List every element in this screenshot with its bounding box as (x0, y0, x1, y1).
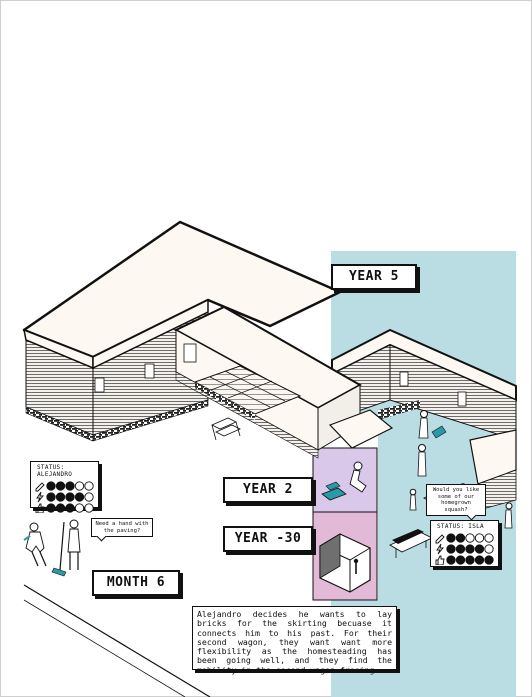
month-6-label: MONTH 6 (92, 570, 180, 596)
status-dot-filled (485, 556, 493, 564)
status-card-isla: STATUS: ISLA (430, 520, 499, 567)
year-5-label: YEAR 5 (331, 264, 417, 290)
thumbs-up-icon (436, 556, 444, 565)
status-dot-filled (456, 534, 464, 542)
status-dot-filled (66, 493, 74, 501)
status-dot-filled (56, 493, 64, 501)
status-dot-empty (475, 534, 483, 542)
status-dot-filled (66, 504, 74, 512)
status-grid (431, 531, 498, 565)
thumbs-up-icon (36, 504, 44, 513)
year-minus-30-label: YEAR -30 (223, 526, 313, 552)
status-dot-empty (485, 534, 493, 542)
status-grid (31, 479, 98, 513)
status-dot-filled (47, 482, 55, 490)
speech-bubble-left: Need a hand with the paving? (91, 518, 153, 537)
status-title: STATUS: ALEJANDRO (31, 462, 98, 479)
status-dot-filled (456, 545, 464, 553)
status-dot-filled (66, 482, 74, 490)
lightning-icon (437, 544, 443, 554)
status-dot-filled (456, 556, 464, 564)
status-card-alejandro: STATUS: ALEJANDRO (30, 461, 99, 508)
status-dot-filled (75, 493, 83, 501)
status-dot-filled (447, 545, 455, 553)
status-dot-filled (56, 504, 64, 512)
status-dot-filled (56, 482, 64, 490)
status-dot-empty (466, 534, 474, 542)
status-dot-filled (466, 545, 474, 553)
status-dot-empty (85, 493, 93, 501)
status-dot-empty (75, 504, 83, 512)
speech-bubble-right: Would you like some of our homegrown squ… (426, 484, 486, 516)
year-2-label: YEAR 2 (223, 477, 313, 503)
status-dot-filled (475, 545, 483, 553)
status-dot-filled (47, 504, 55, 512)
status-dot-empty (75, 482, 83, 490)
narrative-caption: Alejandro decides he wants to lay bricks… (192, 606, 397, 670)
status-dot-filled (447, 534, 455, 542)
lightning-icon (37, 492, 43, 502)
status-title: STATUS: ISLA (431, 521, 498, 531)
status-dot-empty (485, 545, 493, 553)
status-dot-filled (47, 493, 55, 501)
pencil-icon (36, 483, 44, 491)
status-dot-filled (475, 556, 483, 564)
status-dot-empty (85, 504, 93, 512)
pencil-icon (436, 535, 444, 543)
status-dot-filled (466, 556, 474, 564)
year-2-zone (313, 448, 377, 512)
status-dot-empty (85, 482, 93, 490)
status-dot-filled (447, 556, 455, 564)
